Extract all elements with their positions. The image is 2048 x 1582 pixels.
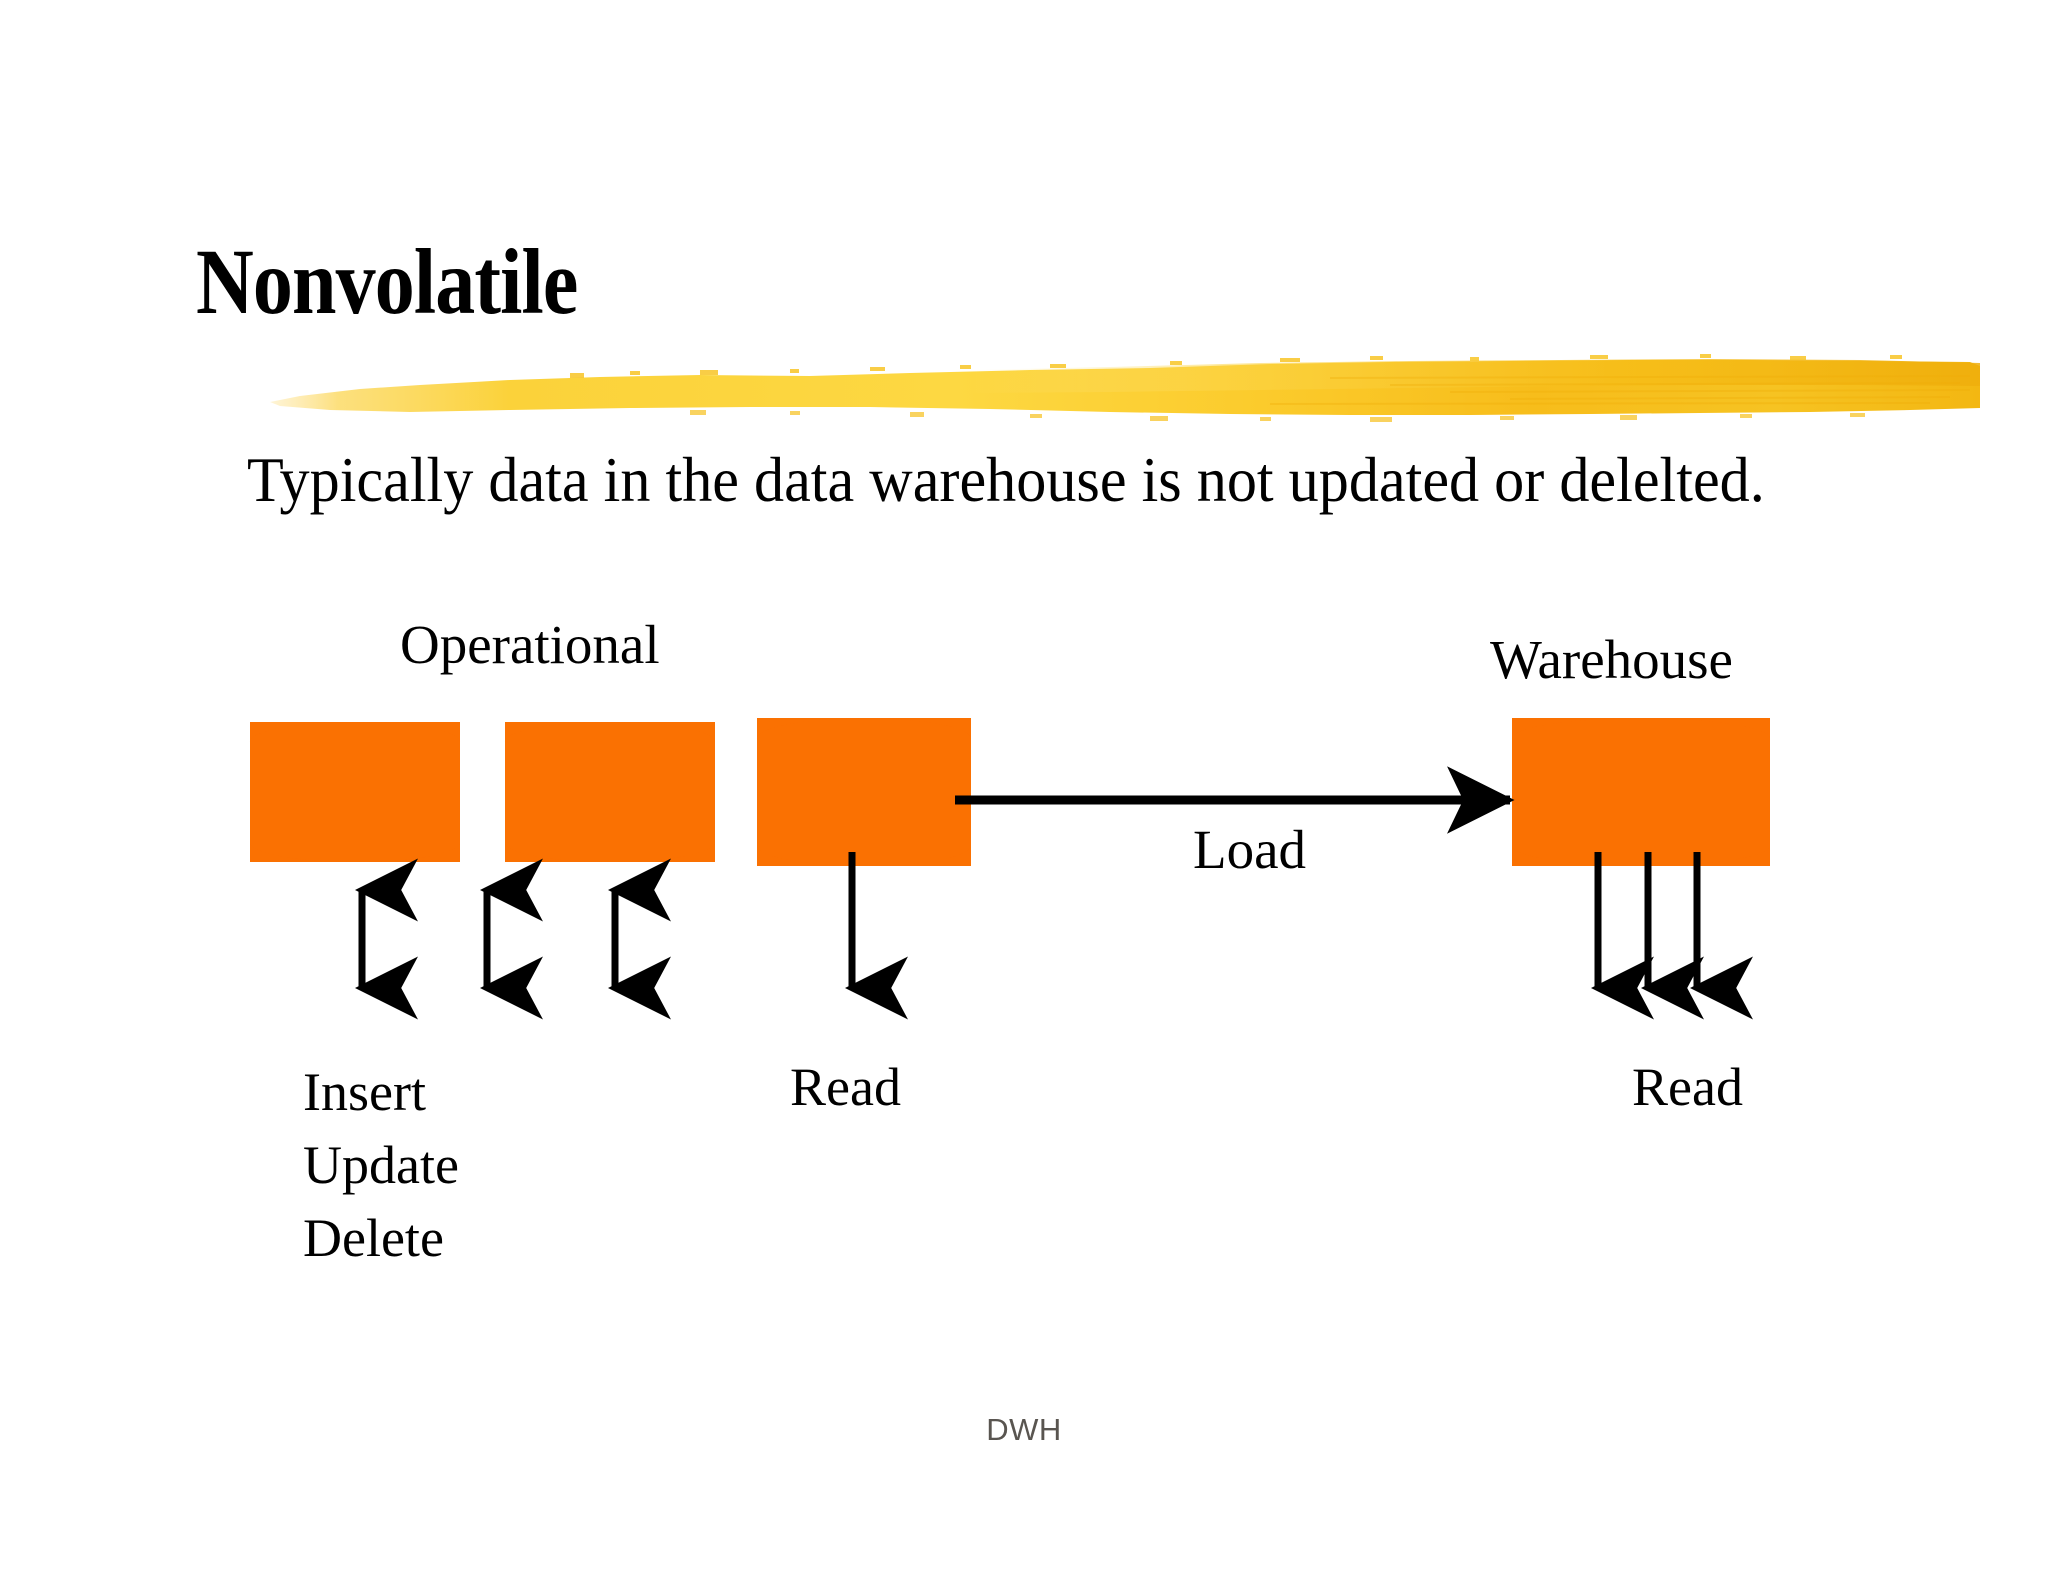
label-load: Load xyxy=(1193,819,1307,880)
cylinder-operational-3 xyxy=(757,718,971,866)
database-cylinder-icon xyxy=(505,722,715,862)
label-read-warehouse: Read xyxy=(1632,1057,1743,1117)
label-operational: Operational xyxy=(400,614,660,675)
label-read-operational: Read xyxy=(790,1057,901,1117)
cylinder-operational-1 xyxy=(250,722,460,862)
footer-text: DWH xyxy=(986,1412,1062,1447)
label-insert: Insert xyxy=(303,1062,426,1122)
database-cylinder-icon xyxy=(1512,718,1770,866)
cylinder-warehouse xyxy=(1512,718,1770,866)
label-delete: Delete xyxy=(303,1207,444,1268)
page-title: Nonvolatile xyxy=(196,231,578,334)
brush-stroke-icon xyxy=(270,354,1980,422)
subtitle-text: Typically data in the data warehouse is … xyxy=(247,445,1765,515)
brush-stroke-divider xyxy=(270,352,1980,432)
label-warehouse: Warehouse xyxy=(1490,629,1733,690)
label-insert-update-delete: Insert Update Delete xyxy=(303,1056,459,1275)
cylinder-operational-2 xyxy=(505,722,715,862)
database-cylinder-icon xyxy=(757,718,971,866)
database-cylinder-icon xyxy=(250,722,460,862)
label-update: Update xyxy=(303,1134,459,1195)
